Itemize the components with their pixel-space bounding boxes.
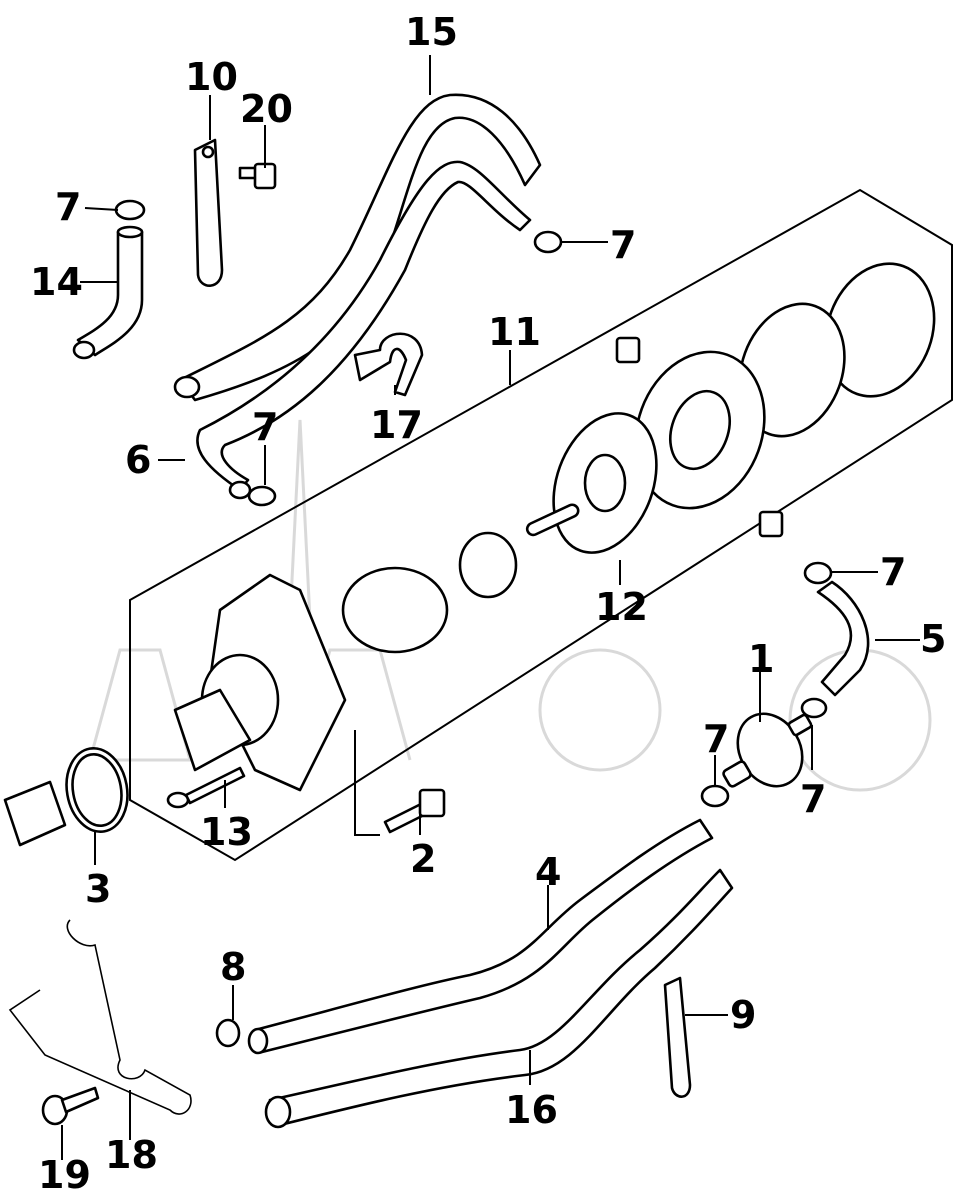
label-8: 8 [220, 945, 246, 989]
label-11: 11 [488, 310, 541, 354]
label-16: 16 [505, 1088, 558, 1132]
hose-16 [268, 868, 734, 1127]
label-7b: 7 [610, 223, 636, 267]
bracket-10 [193, 138, 224, 287]
pump-assembly-11 [173, 262, 936, 792]
label-20: 20 [240, 87, 293, 131]
bolt-20 [238, 162, 277, 190]
assembly-outline [129, 188, 953, 862]
label-9: 9 [730, 993, 756, 1037]
label-7e: 7 [703, 717, 729, 761]
label-13: 13 [200, 810, 253, 854]
label-15: 15 [405, 10, 458, 54]
hose-5 [816, 580, 870, 697]
label-2: 2 [410, 837, 436, 881]
bolt-2 [383, 788, 446, 834]
label-12: 12 [595, 585, 648, 629]
hose-4 [253, 818, 714, 1054]
label-17: 17 [370, 403, 423, 447]
label-7d: 7 [880, 550, 906, 594]
clip-17 [353, 332, 424, 397]
clamps-7 [114, 199, 833, 808]
label-18: 18 [105, 1133, 158, 1177]
leader-lines [61, 55, 920, 1160]
screw-13 [166, 766, 246, 809]
label-1: 1 [748, 637, 774, 681]
bracket-9 [663, 976, 692, 1098]
elbow-hose-14 [76, 230, 144, 357]
label-7a: 7 [55, 185, 81, 229]
clamp-8 [215, 1018, 241, 1048]
label-4: 4 [535, 850, 561, 894]
label-6: 6 [125, 438, 151, 482]
fuel-filter-1 [722, 712, 813, 788]
label-7f: 7 [800, 777, 826, 821]
callout-labels: 15 10 20 7 14 7 11 17 7 6 12 7 5 1 7 7 1… [30, 10, 946, 1197]
o-ring-3 [3, 747, 129, 847]
wire-clip-18 [8, 919, 192, 1115]
label-7c: 7 [252, 405, 278, 449]
label-5: 5 [920, 617, 946, 661]
bolt-19 [41, 1086, 100, 1126]
label-19: 19 [38, 1153, 91, 1197]
hose-15 [173, 93, 542, 500]
label-14: 14 [30, 260, 83, 304]
label-3: 3 [85, 867, 111, 911]
label-10: 10 [185, 55, 238, 99]
